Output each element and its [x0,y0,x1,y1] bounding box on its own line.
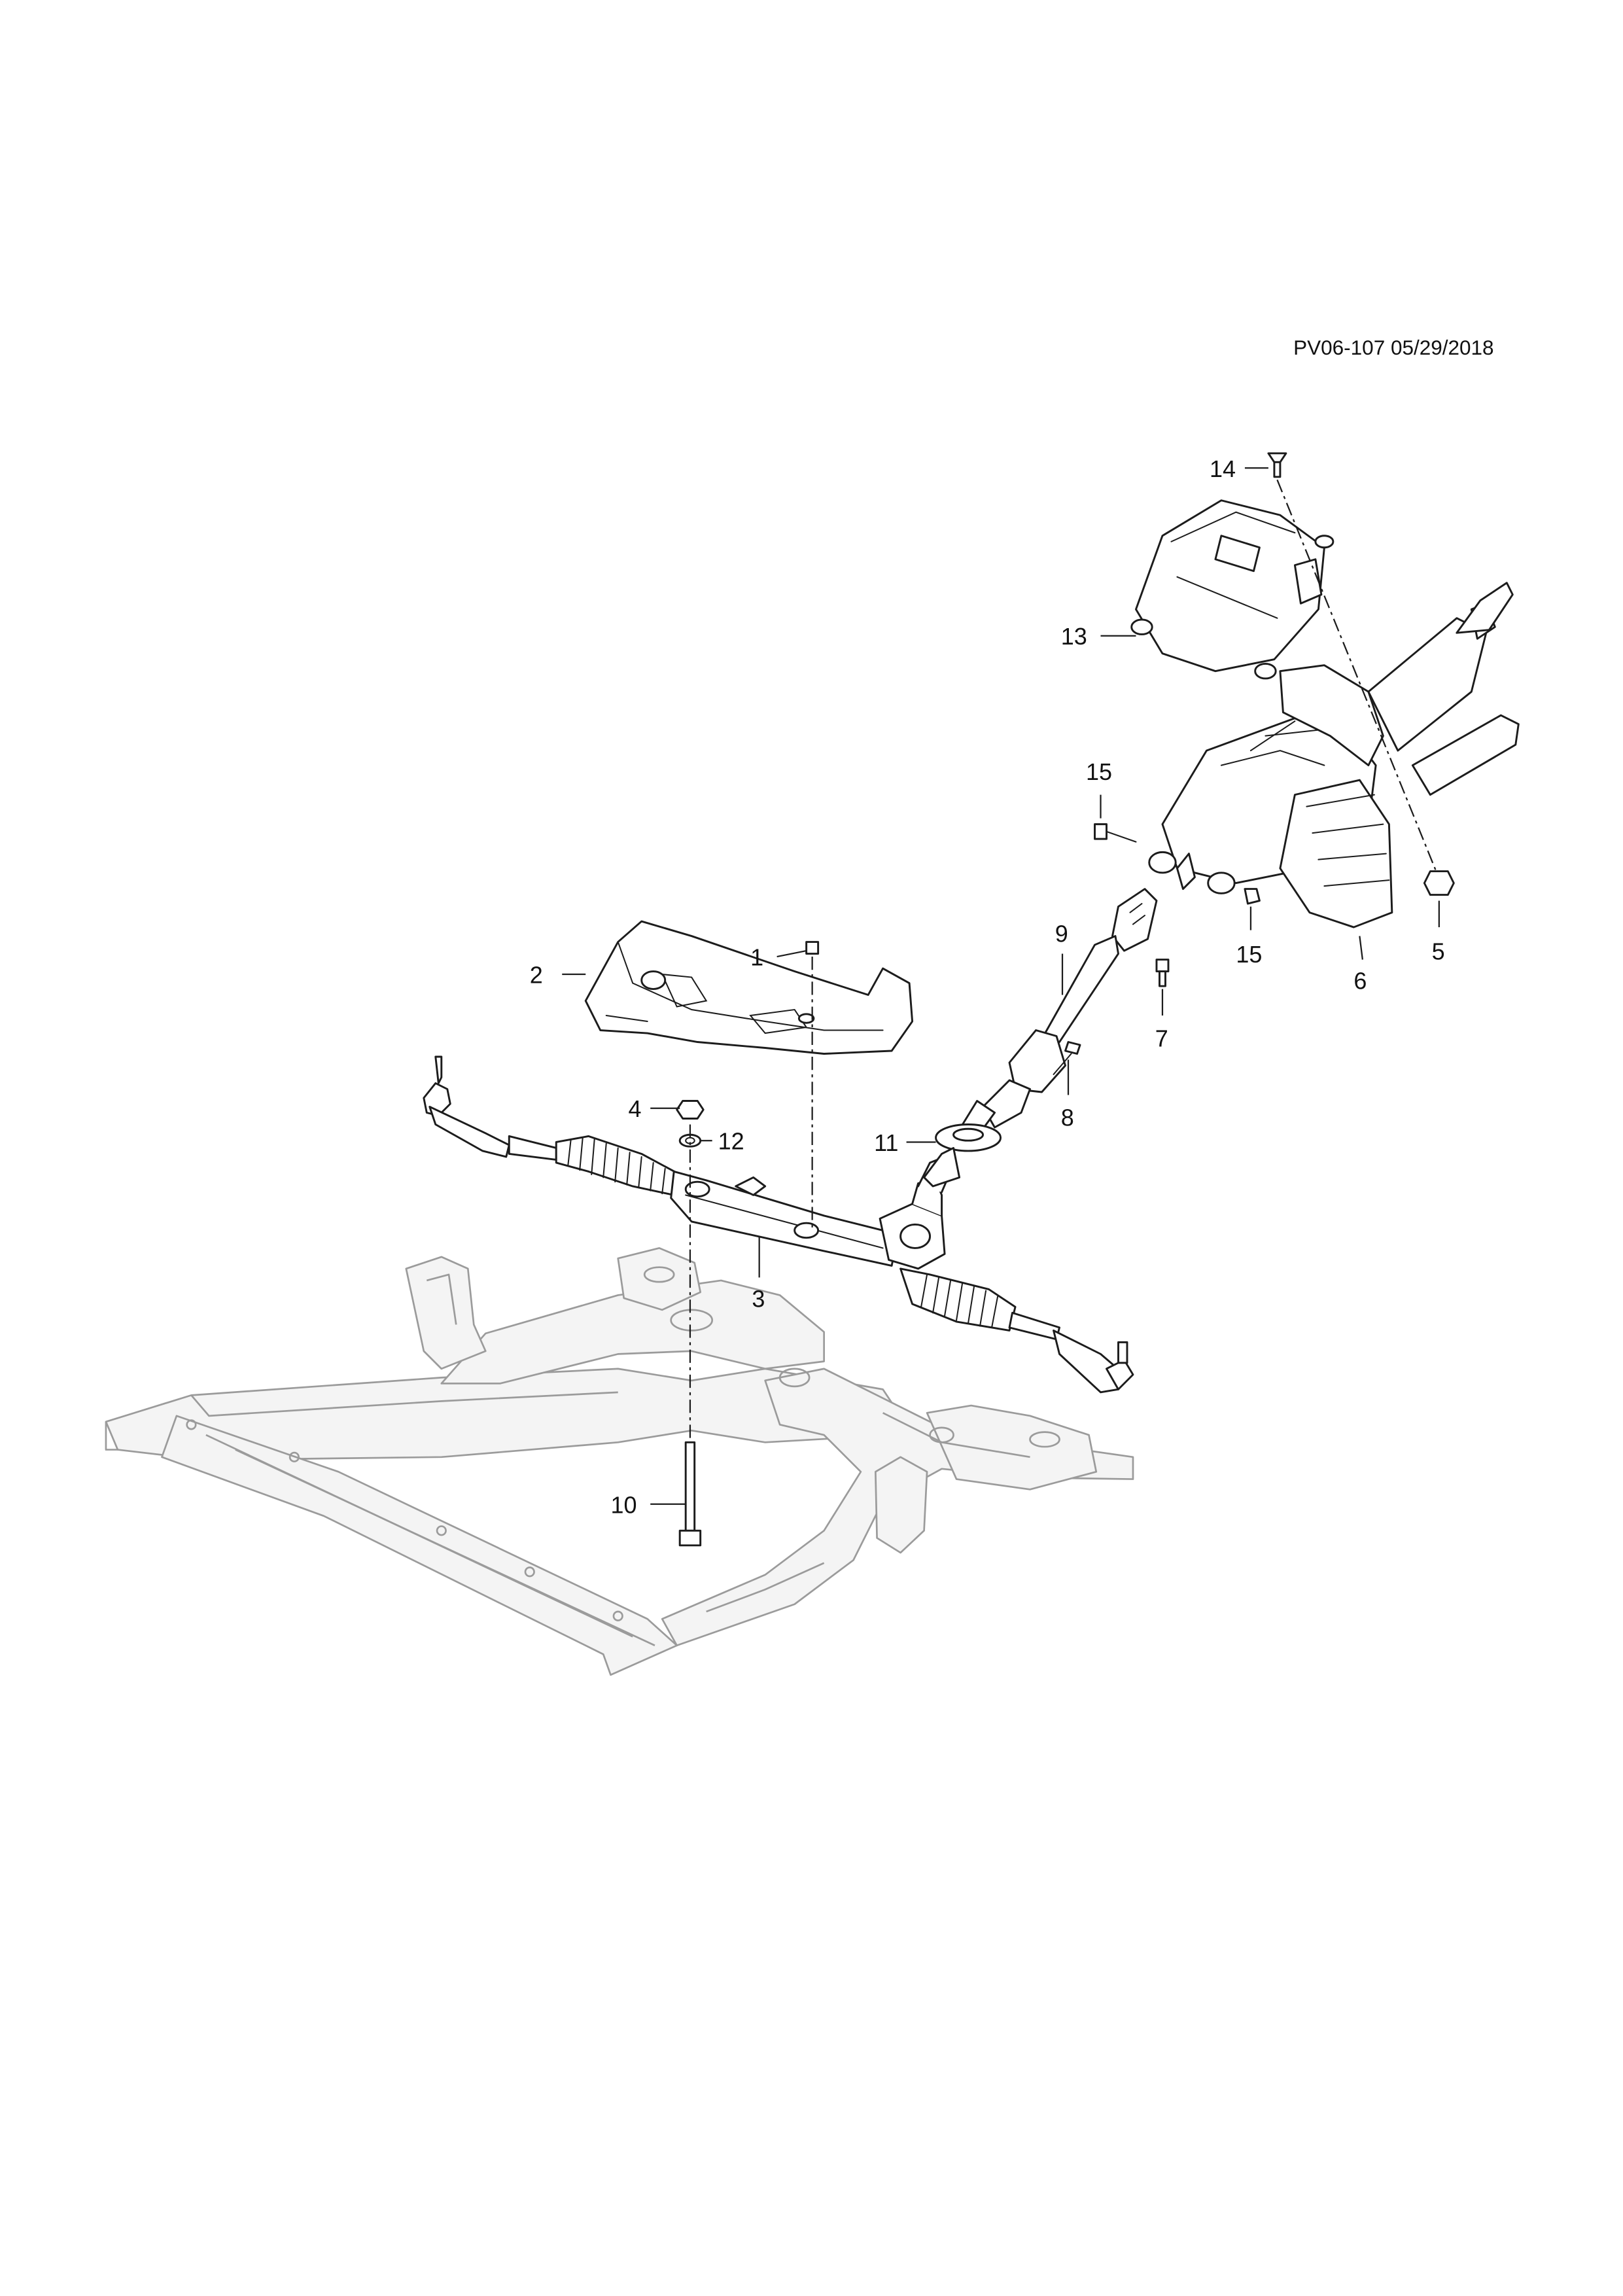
steering-shaft-seal [923,1123,1002,1188]
heat-shield [584,920,914,1055]
callout-7: 7 [1155,1025,1168,1051]
nut-4 [676,1100,705,1120]
bolt-8 [1053,1041,1081,1076]
callout-15a: 15 [1086,758,1112,785]
callout-1: 1 [750,944,763,971]
bolt-7 [1155,959,1170,987]
steering-column [1148,582,1520,928]
callout-15b: 15 [1236,941,1262,968]
callout-13: 13 [1061,623,1087,650]
bolt-1 [805,941,820,955]
document-id: PV06-107 05/29/2018 [1293,335,1494,359]
callout-11: 11 [874,1129,898,1156]
leader-lines [562,467,1440,1505]
callout-12: 12 [718,1128,744,1155]
nut-5 [1423,870,1455,896]
assembly-center-lines [689,479,1437,1439]
bolt-15-upper [1094,823,1137,843]
callout-4: 4 [628,1095,641,1122]
callout-10: 10 [610,1491,637,1518]
callout-14: 14 [1210,455,1236,482]
callout-9: 9 [1055,921,1068,947]
callout-6: 6 [1353,968,1367,995]
callout-2: 2 [530,962,543,989]
callout-8: 8 [1061,1104,1074,1131]
bolt-14 [1267,452,1287,478]
bolt-15-lower [1244,888,1261,905]
callout-3: 3 [752,1285,765,1312]
callout-5: 5 [1432,938,1445,965]
bolt-10 [678,1441,702,1547]
callout-labels: 1 2 3 4 5 6 7 8 9 10 11 12 13 14 15 15 [530,455,1445,1519]
front-subframe [105,1247,1134,1676]
power-steering-control-module [1130,499,1335,680]
